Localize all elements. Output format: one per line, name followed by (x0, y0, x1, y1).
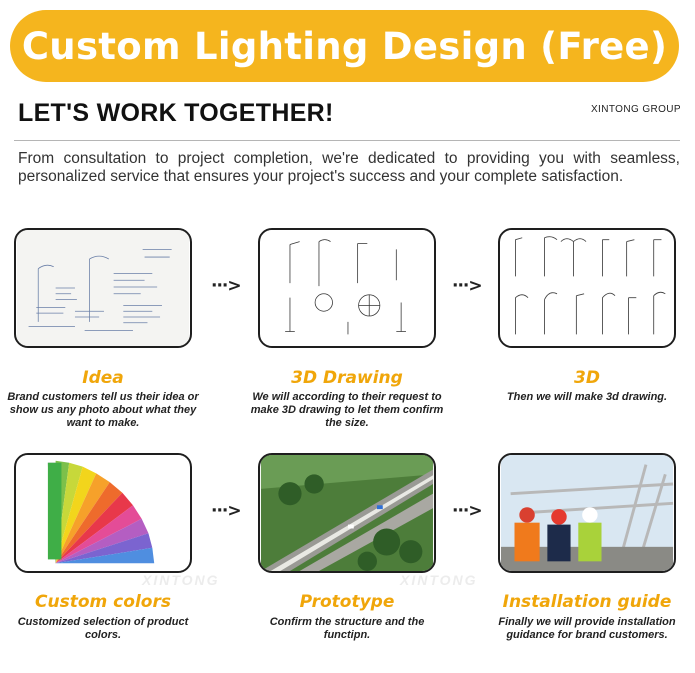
section-heading: LET'S WORK TOGETHER! (18, 99, 334, 127)
step-title-prototype: Prototype (299, 592, 395, 612)
title-banner: Custom Lighting Design (Free) (10, 10, 679, 82)
step-desc-3d-drawing: We will according to their request to ma… (250, 391, 444, 429)
step-title-idea: Idea (82, 368, 124, 388)
pole-variants-image (498, 228, 676, 348)
step-desc-custom-colors: Customized selection of product colors. (17, 616, 189, 641)
watermark: XINTONG (142, 572, 220, 588)
arrow-icon: ···> (211, 501, 242, 521)
step-title-custom-colors: Custom colors (35, 592, 171, 612)
step-desc-installation-guide: Finally we will provide installation gui… (498, 616, 676, 641)
installation-workers-image (498, 453, 676, 573)
divider (14, 140, 680, 141)
step-desc-idea: Brand customers tell us their idea or sh… (7, 391, 199, 429)
step-title-3d: 3D (574, 368, 600, 388)
banner-title: Custom Lighting Design (Free) (21, 24, 668, 68)
prototype-road-image (258, 453, 436, 573)
arrow-icon: ···> (211, 276, 242, 296)
step-title-installation-guide: Installation guide (502, 592, 672, 612)
arrow-icon: ···> (452, 276, 483, 296)
brand-name: XINTONG GROUP (590, 104, 681, 115)
color-swatch-image (14, 453, 192, 573)
idea-sketch-image (14, 228, 192, 348)
step-desc-prototype: Confirm the structure and the functipn. (269, 616, 425, 641)
arrow-icon: ···> (452, 501, 483, 521)
technical-drawing-image (258, 228, 436, 348)
intro-paragraph: From consultation to project completion,… (18, 150, 680, 185)
step-title-3d-drawing: 3D Drawing (291, 368, 403, 388)
step-desc-3d: Then we will make 3d drawing. (506, 391, 668, 403)
watermark: XINTONG (400, 572, 478, 588)
